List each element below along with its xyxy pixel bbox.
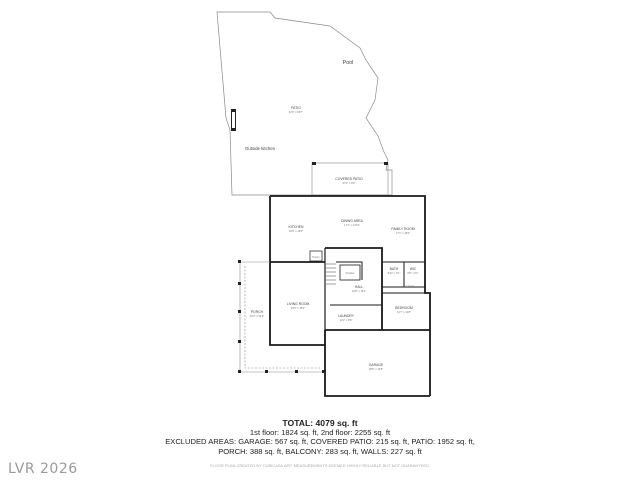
covered-patio-dim: 27'2" x 8'9" [343,181,356,185]
house-walls [269,195,431,397]
bath-label: BATH [390,267,399,271]
bedroom-label: BEDROOM [395,306,413,310]
excluded-areas: EXCLUDED AREAS: GARAGE: 567 sq. ft, COVE… [165,437,475,447]
dining-area-dim: 17'1" x 14'10" [344,223,360,227]
excluded-areas-continued: PORCH: 388 sq. ft, BALCONY: 283 sq. ft, … [218,446,422,456]
laundry-label: LAUNDRY [338,314,355,318]
covered-patio-outline [311,162,389,196]
porch-dim: 46'2" x 34'9" [250,314,264,318]
pantry-box [309,250,323,262]
garage-dim: 28'6" x 19'8" [369,367,383,371]
floor-areas: 1st floor: 1824 sq. ft, 2nd floor: 2255 … [249,428,391,438]
laundry-dim: 12'2" x 8'8" [340,318,353,322]
patio-outline [216,11,393,196]
powder-room [339,264,361,281]
garage-label: GARAGE [369,363,384,367]
living-room-dim: 19'5" x 18'0" [291,306,305,310]
kitchen-label: KITCHEN [289,225,304,229]
area-summary: TOTAL: 4079 sq. ft 1st floor: 1824 sq. f… [0,418,640,456]
family-room-dim: 17'1" x 18'0" [396,231,410,235]
covered-patio-label: COVERED PATIO [335,177,363,181]
wic-label: WIC [410,267,417,271]
porch-label: PORCH [251,310,264,314]
hall-dim: 34'6" x 15'1" [352,289,366,293]
outside-kitchen-label: Outside kitchen [245,146,276,151]
powder-label: Powder [346,271,355,275]
porch-posts [238,260,325,373]
family-room-label: FAMILY ROOM [391,227,414,231]
living-room-label: LIVING ROOM [287,302,310,306]
disclaimer: FLOOR PLAN CREATED BY CUBICASA APP. MEAS… [210,463,430,468]
closet-label: Closet [406,284,414,288]
hall-label: HALL [355,285,364,289]
watermark: LVR 2026 [8,461,78,477]
porch-outline [239,261,325,373]
pantry-label: Pantry [312,255,320,259]
wic-dim: 6'8" x 6'1" [407,271,418,275]
patio-label: PATIO [291,106,301,110]
bath-dim: 8'10" x 6'1" [388,271,401,275]
pool-label: Pool [343,60,353,66]
kitchen-dim: 19'6" x 16'0" [289,229,303,233]
dining-area-label: DINING AREA [341,219,364,223]
patio-dim: 40'6" x 56'7" [289,110,303,114]
total-area: TOTAL: 4079 sq. ft [282,418,358,428]
bedroom-dim: 13'7" x 11'8" [397,310,411,314]
stairs [326,263,336,285]
